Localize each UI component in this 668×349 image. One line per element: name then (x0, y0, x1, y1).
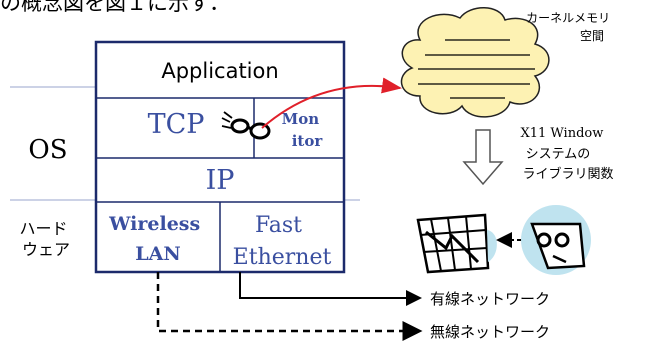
x11-line2: システムの (526, 147, 591, 162)
fast-line1: Fast (255, 213, 302, 238)
os-label: OS (28, 135, 67, 165)
wireless-line1: Wireless (108, 213, 200, 235)
ip-label: IP (206, 165, 235, 196)
x11-library-label: X11 Window システムの ライブラリ関数 (520, 126, 613, 182)
display-chart-icon (416, 213, 497, 274)
monitor-label-line1: Mon (282, 110, 320, 128)
header-text: の概念図を図１に示す． (0, 0, 230, 15)
wireless-network-label: 無線ネットワーク (430, 323, 550, 341)
monitor-label-line2: itor (292, 132, 324, 150)
hardware-line2: ウェア (22, 240, 70, 259)
tcp-label: TCP (148, 109, 205, 140)
library-down-arrow (462, 129, 504, 186)
wireless-line2: LAN (135, 243, 180, 265)
kernel-line2: 空間 (580, 29, 604, 43)
hardware-label: ハード ウェア (19, 219, 72, 259)
x11-line1: X11 Window (520, 126, 603, 141)
fast-line2: Ethernet (233, 245, 332, 270)
wired-network-label: 有線ネットワーク (430, 290, 550, 308)
monitor-label: Mon itor (282, 110, 325, 150)
wireless-label: Wireless LAN (108, 213, 207, 265)
kernel-memory-label: カーネルメモリ 空間 (526, 11, 614, 43)
x11-line3: ライブラリ関数 (522, 166, 613, 182)
wireless-network-line (156, 272, 423, 341)
wired-network-line (239, 272, 422, 306)
application-label: Application (161, 59, 278, 83)
kernel-access-arrow (261, 77, 402, 129)
fast-ethernet-label: Fast Ethernet (233, 213, 332, 270)
kernel-line1: カーネルメモリ (526, 11, 610, 25)
glasses-icon (221, 111, 271, 140)
kernel-cloud-icon (400, 7, 550, 118)
observer-icon (521, 205, 591, 275)
hardware-line1: ハード (19, 219, 67, 238)
